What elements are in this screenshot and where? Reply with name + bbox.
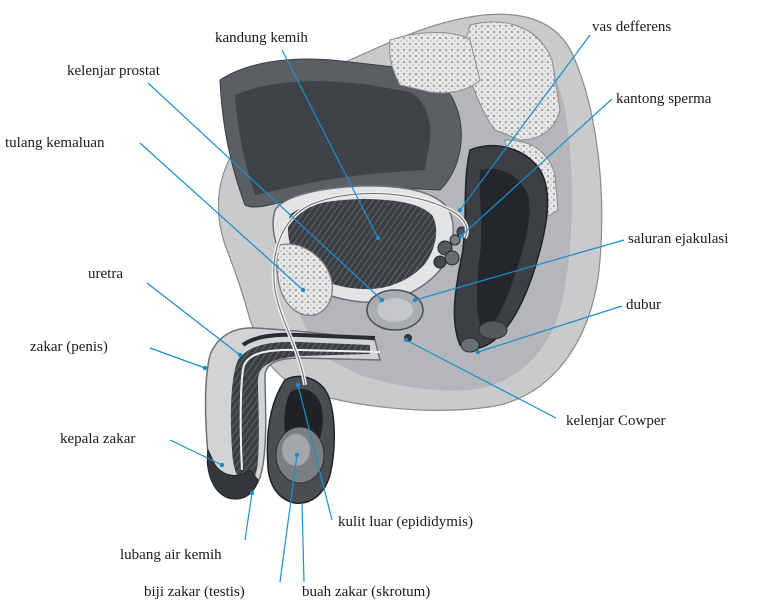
leader-dubur	[477, 305, 623, 353]
pubic-bone	[276, 243, 333, 316]
intestine-region	[219, 58, 462, 208]
label-dubur: dubur	[626, 297, 661, 313]
label-saluran-ejakulasi: saluran ejakulasi	[628, 231, 729, 247]
leader-biji-zakar	[279, 454, 298, 583]
urethra-canal	[239, 348, 381, 471]
leader-tulang-kemaluan	[139, 142, 304, 291]
penis	[204, 327, 381, 500]
leader-uretra	[146, 282, 241, 356]
leader-kelenjar-prostat	[147, 82, 383, 301]
leader-lubang-air-kemih	[244, 492, 253, 541]
label-kandung-kemih: kandung kemih	[215, 30, 308, 46]
vas-deferens-outline	[273, 193, 468, 386]
leader-kulit-luar	[297, 384, 333, 521]
label-uretra: uretra	[88, 266, 123, 282]
label-kulit-luar: kulit luar (epididymis)	[338, 514, 473, 530]
label-buah-zakar: buah zakar (skrotum)	[302, 584, 431, 600]
leader-kepala-zakar	[169, 439, 223, 466]
leader-dots	[202, 207, 481, 496]
label-vas-defferens: vas defferens	[592, 19, 672, 35]
label-kepala-zakar: kepala zakar	[60, 431, 136, 447]
leader-vas-defferens	[459, 34, 591, 211]
label-kelenjar-prostat: kelenjar prostat	[67, 63, 160, 79]
leader-lines	[139, 34, 625, 583]
leader-saluran-ejakulasi	[414, 239, 625, 301]
seminal-vesicle	[433, 226, 468, 269]
leader-kandung-kemih	[281, 49, 379, 239]
leader-zakar	[149, 347, 206, 369]
label-lubang-air-kemih: lubang air kemih	[120, 547, 222, 563]
scrotum	[266, 375, 335, 504]
label-kantong-sperma: kantong sperma	[616, 91, 712, 107]
leader-kantong-sperma	[460, 98, 613, 237]
label-kelenjar-cowper: kelenjar Cowper	[566, 413, 666, 429]
label-biji-zakar: biji zakar (testis)	[144, 584, 245, 600]
leader-buah-zakar	[301, 502, 305, 583]
leader-kelenjar-cowper	[405, 339, 557, 419]
label-zakar: zakar (penis)	[30, 339, 108, 355]
rectum	[453, 145, 549, 353]
label-tulang-kemaluan: tulang kemaluan	[5, 135, 105, 151]
